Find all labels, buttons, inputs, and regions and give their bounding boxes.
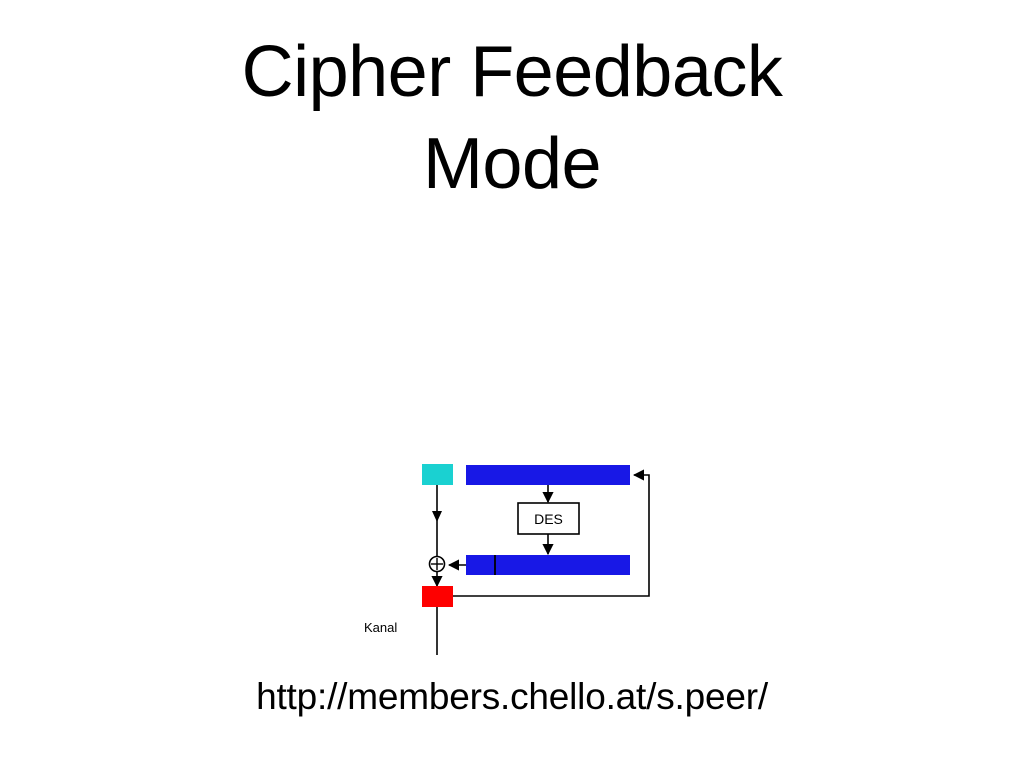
cipher-feedback-mode-diagram: DES	[364, 464, 650, 655]
channel-group: Kanal	[364, 607, 438, 655]
plaintext-input-block	[422, 464, 453, 485]
page-title: Cipher Feedback Mode	[241, 32, 783, 205]
plaintext-to-xor-arrowhead	[432, 511, 442, 522]
encryption-stage: DES	[422, 464, 650, 607]
encrypt-xor-node	[428, 555, 446, 573]
footer-url: http://members.chello.at/s.peer/	[256, 676, 768, 717]
diagram-container: DES	[0, 225, 1024, 655]
encrypt-des-label: DES	[534, 511, 563, 527]
encrypt-shift-register-bar	[466, 465, 630, 485]
encrypt-output-register-bar	[466, 555, 630, 575]
channel-label: Kanal	[364, 620, 397, 635]
encrypt-ciphertext-block	[422, 586, 453, 607]
encrypt-des-box	[517, 502, 580, 535]
encrypt-feedback-path	[453, 469, 650, 597]
